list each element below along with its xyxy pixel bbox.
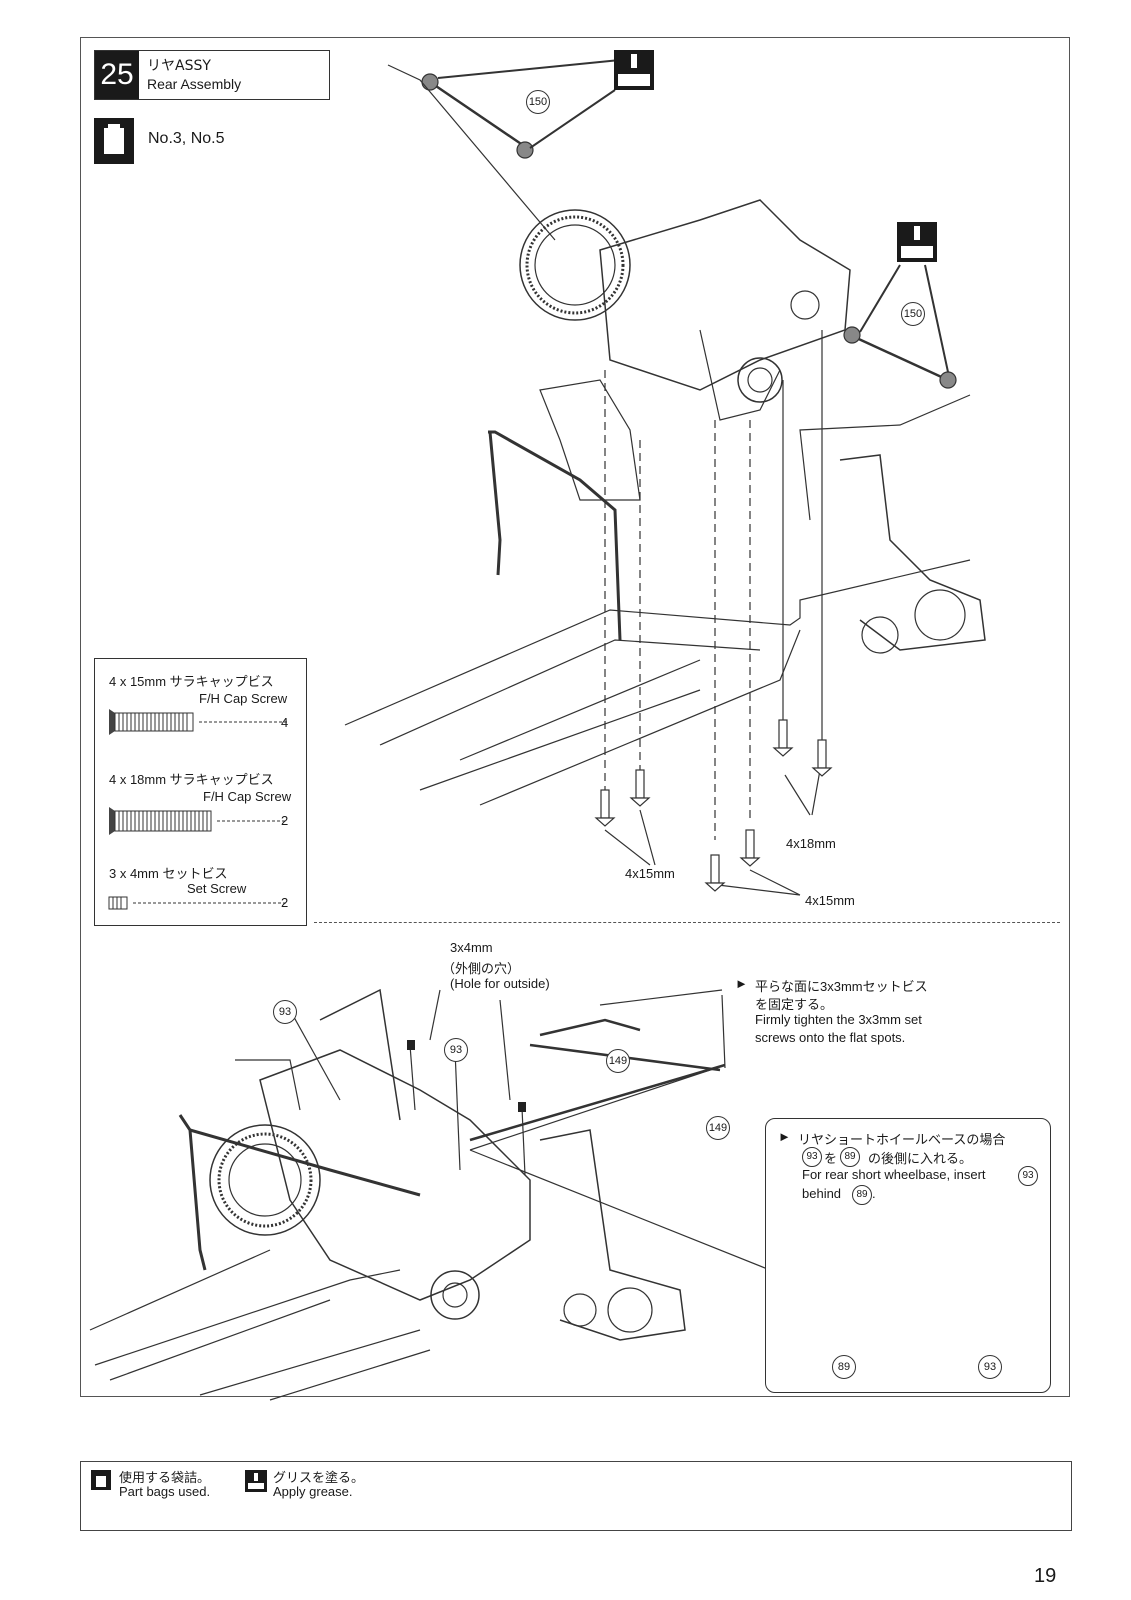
part-bags-label: No.3, No.5 xyxy=(148,130,225,147)
part-callout-149: 149 xyxy=(606,1049,630,1073)
part-callout-149: 149 xyxy=(706,1116,730,1140)
legend-bag-jp: 使用する袋詰。 xyxy=(119,1470,211,1485)
parts-list-qty: 4 xyxy=(281,715,289,730)
legend-grease-jp: グリスを塗る。 xyxy=(273,1470,365,1485)
step-number: 25 xyxy=(95,51,139,99)
grease-icon xyxy=(897,222,937,262)
setscrew-size-label: 3x4mm xyxy=(450,940,493,955)
step-title-jp: リヤASSY xyxy=(147,58,211,74)
step-header: 25 リヤASSY Rear Assembly xyxy=(94,50,330,100)
inset-callout-93: 93 xyxy=(1018,1166,1038,1186)
parts-list-item-name-jp: 4 x 18mm サラキャップビス xyxy=(109,772,274,787)
inset-part-callout-89: 89 xyxy=(832,1355,856,1379)
setscrew-hole-en: (Hole for outside) xyxy=(450,976,550,991)
inset-callout-89: 89 xyxy=(852,1185,872,1205)
inset-note-jp-1: リヤショートホイールベースの場合 xyxy=(798,1132,1006,1147)
set-screw-icon xyxy=(108,896,287,910)
screw-15mm-icon xyxy=(109,709,287,735)
inset-callout-89: 89 xyxy=(840,1147,860,1167)
parts-list-qty: 2 xyxy=(281,813,289,828)
inset-note-jp-2b: の後側に入れる。 xyxy=(868,1151,973,1166)
parts-list-item-name-en: F/H Cap Screw xyxy=(203,789,292,804)
note-arrow-icon: ► xyxy=(735,976,748,991)
part-bag-icon xyxy=(91,1470,111,1490)
legend-bag-en: Part bags used. xyxy=(119,1484,211,1499)
inset-note-en-2: behind xyxy=(802,1186,842,1201)
step-title-en: Rear Assembly xyxy=(147,76,242,92)
legend-footer: 使用する袋詰。 Part bags used. グリスを塗る。 Apply gr… xyxy=(80,1461,1072,1531)
inset-note-jp-2a: を xyxy=(824,1151,838,1166)
part-callout-93: 93 xyxy=(444,1038,468,1062)
screw-label-4x18: 4x18mm xyxy=(786,836,836,851)
grease-icon xyxy=(614,50,654,90)
grease-icon xyxy=(245,1470,267,1492)
setscrew-hole-jp: （外側の穴） xyxy=(442,961,521,976)
inset-period: . xyxy=(872,1186,876,1201)
setscrew-note-en-2: screws onto the flat spots. xyxy=(755,1030,906,1045)
setscrew-note-jp-1: 平らな面に3x3mmセットビス xyxy=(755,979,928,994)
part-callout-150: 150 xyxy=(526,90,550,114)
setscrew-note-jp-2: を固定する。 xyxy=(755,997,834,1012)
page-number: 19 xyxy=(1034,1565,1057,1587)
inset-callout-93: 93 xyxy=(802,1147,822,1167)
part-callout-93: 93 xyxy=(273,1000,297,1024)
short-wheelbase-inset: ► リヤショートホイールベースの場合 93 を 89 の後側に入れる。 For … xyxy=(765,1118,1051,1393)
setscrew-note-en-1: Firmly tighten the 3x3mm set xyxy=(755,1012,922,1027)
legend-grease-en: Apply grease. xyxy=(273,1484,353,1499)
parts-list-item-name-en: F/H Cap Screw xyxy=(199,691,288,706)
parts-list-item-name-jp: 4 x 15mm サラキャップビス xyxy=(109,674,274,689)
parts-list-qty: 2 xyxy=(281,895,289,910)
inset-note-en-1: For rear short wheelbase, insert xyxy=(802,1167,986,1182)
inset-part-callout-93: 93 xyxy=(978,1355,1002,1379)
inset-arrow-icon: ► xyxy=(778,1129,791,1144)
parts-list-item-name-en: Set Screw xyxy=(187,881,247,896)
parts-list-item-name-jp: 3 x 4mm セットビス xyxy=(109,866,228,881)
screw-label-4x15: 4x15mm xyxy=(805,893,855,908)
parts-list: 4 x 15mm サラキャップビス F/H Cap Screw 4 4 x 18… xyxy=(94,658,307,926)
page-frame xyxy=(80,37,1070,1397)
screw-18mm-icon xyxy=(109,807,287,835)
part-bag-icon xyxy=(94,118,134,164)
section-divider xyxy=(314,922,1060,923)
part-callout-150: 150 xyxy=(901,302,925,326)
screw-label-4x15: 4x15mm xyxy=(625,866,675,881)
